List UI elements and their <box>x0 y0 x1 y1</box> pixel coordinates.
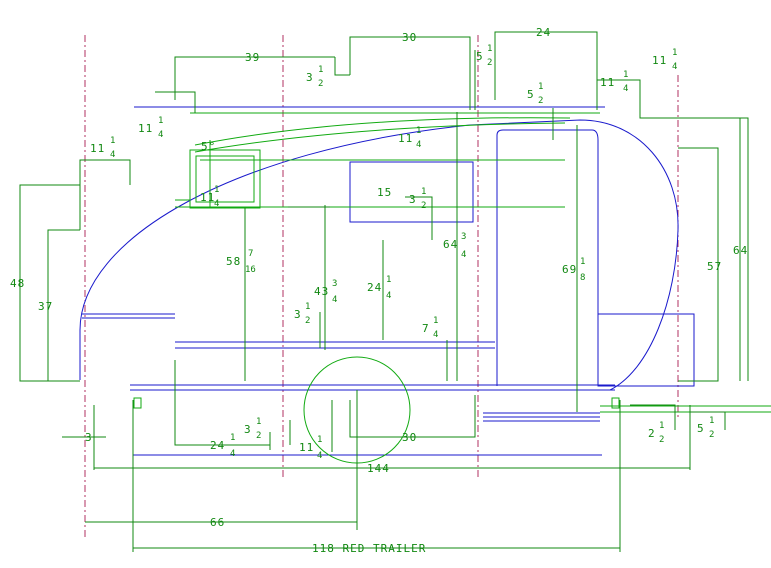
svg-text:1: 1 <box>305 302 310 312</box>
dim-5-half-b: 5 <box>527 88 535 101</box>
svg-text:4: 4 <box>158 130 163 140</box>
center-lines <box>84 35 679 540</box>
dim-69-1-8: 69 <box>562 263 577 276</box>
dim-39: 39 <box>245 51 260 64</box>
svg-text:1: 1 <box>538 82 543 92</box>
dim-37: 37 <box>38 300 53 313</box>
dim-43-3-4: 43 <box>314 285 329 298</box>
svg-text:1: 1 <box>580 257 585 267</box>
dim-30-bottom: 30 <box>402 431 417 444</box>
svg-text:1: 1 <box>386 275 391 285</box>
svg-text:8: 8 <box>580 273 585 283</box>
svg-text:4: 4 <box>214 199 219 209</box>
svg-text:1: 1 <box>659 421 664 431</box>
svg-text:1: 1 <box>214 185 219 195</box>
svg-text:1: 1 <box>623 70 628 80</box>
dimension-labels: 39 30 24 3 1 2 5 1 2 5 1 2 11 1 4 11 1 4… <box>10 26 748 555</box>
dim-64: 64 <box>733 244 748 257</box>
svg-text:4: 4 <box>672 62 677 72</box>
dim-66: 66 <box>210 516 225 529</box>
dim-3-half-bottom: 3 <box>244 423 252 436</box>
svg-text:2: 2 <box>709 430 714 440</box>
trailer-body <box>79 106 695 456</box>
dim-58-7-16: 58 <box>226 255 241 268</box>
svg-text:4: 4 <box>110 150 115 160</box>
dim-2-half: 2 <box>648 427 656 440</box>
svg-text:4: 4 <box>433 330 438 340</box>
svg-text:4: 4 <box>230 449 235 459</box>
svg-text:1: 1 <box>709 416 714 426</box>
dim-3-half: 3 <box>306 71 314 84</box>
dim-11-left: 11 <box>90 142 105 155</box>
svg-text:7: 7 <box>248 249 253 259</box>
svg-text:3: 3 <box>332 279 337 289</box>
svg-text:4: 4 <box>623 84 628 94</box>
svg-text:2: 2 <box>659 435 664 445</box>
svg-text:4: 4 <box>386 291 391 301</box>
dim-3-small: 3 <box>85 431 93 444</box>
svg-text:2: 2 <box>487 58 492 68</box>
dim-64-3-4: 64 <box>443 238 458 251</box>
dim-144: 144 <box>367 462 390 475</box>
svg-text:2: 2 <box>305 316 310 326</box>
dim-24-1-4-bottom: 24 <box>210 439 225 452</box>
dim-11-left2: 11 <box>138 122 153 135</box>
dim-30-top: 30 <box>402 31 417 44</box>
svg-text:1: 1 <box>230 433 235 443</box>
svg-text:2: 2 <box>421 201 426 211</box>
svg-text:1: 1 <box>158 116 163 126</box>
dim-11-right: 11 <box>600 76 615 89</box>
window <box>349 161 474 223</box>
svg-text:4: 4 <box>317 451 322 461</box>
svg-text:1: 1 <box>421 187 426 197</box>
trailer-profile <box>79 119 679 391</box>
svg-text:1: 1 <box>672 48 677 58</box>
dim-48: 48 <box>10 277 25 290</box>
svg-text:1: 1 <box>110 136 115 146</box>
svg-text:2: 2 <box>538 96 543 106</box>
svg-text:2: 2 <box>318 79 323 89</box>
dim-5-half-top: 5 <box>476 50 484 63</box>
svg-text:4: 4 <box>416 140 421 150</box>
dim-7-1-4: 7 <box>422 322 430 335</box>
svg-text:4: 4 <box>332 295 337 305</box>
dim-5-degrees: 5° <box>201 140 216 153</box>
svg-text:2: 2 <box>256 431 261 441</box>
dim-11-arc: 11 <box>398 132 413 145</box>
svg-text:1: 1 <box>433 316 438 326</box>
svg-text:1: 1 <box>487 44 492 54</box>
dim-24-1-4: 24 <box>367 281 382 294</box>
dim-24-top: 24 <box>536 26 551 39</box>
svg-text:1: 1 <box>317 435 322 445</box>
dim-57: 57 <box>707 260 722 273</box>
dim-11-bottom: 11 <box>299 441 314 454</box>
dimension-lines <box>19 31 749 552</box>
svg-text:1: 1 <box>318 65 323 75</box>
dim-3-half-lower: 3 <box>294 308 302 321</box>
dim-5-half-right: 5 <box>697 422 705 435</box>
detail-lines <box>133 112 771 464</box>
svg-text:3: 3 <box>461 232 466 242</box>
dim-11-window: 11 <box>200 191 215 204</box>
svg-text:4: 4 <box>461 250 466 260</box>
dim-3-half-window: 3 <box>409 193 417 206</box>
dim-118-red-trailer: 118 RED TRAILER <box>312 542 426 555</box>
svg-text:16: 16 <box>245 265 256 275</box>
dim-15: 15 <box>377 186 392 199</box>
svg-text:1: 1 <box>416 126 421 136</box>
svg-text:1: 1 <box>256 417 261 427</box>
dim-11-right2: 11 <box>652 54 667 67</box>
